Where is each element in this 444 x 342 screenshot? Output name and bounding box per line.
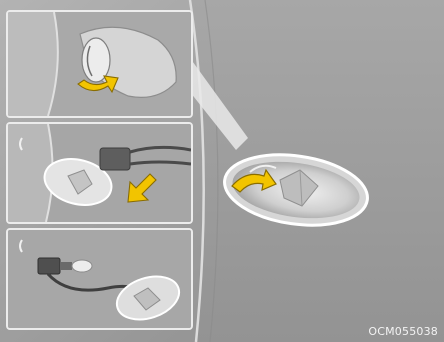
step-1-inset [6, 10, 193, 118]
step-2-inset [6, 122, 193, 224]
step-3-inset [6, 228, 193, 330]
bulb-socket [82, 38, 110, 82]
socket-connector [100, 148, 130, 170]
figure-code-label: OCM055038 [368, 325, 438, 338]
